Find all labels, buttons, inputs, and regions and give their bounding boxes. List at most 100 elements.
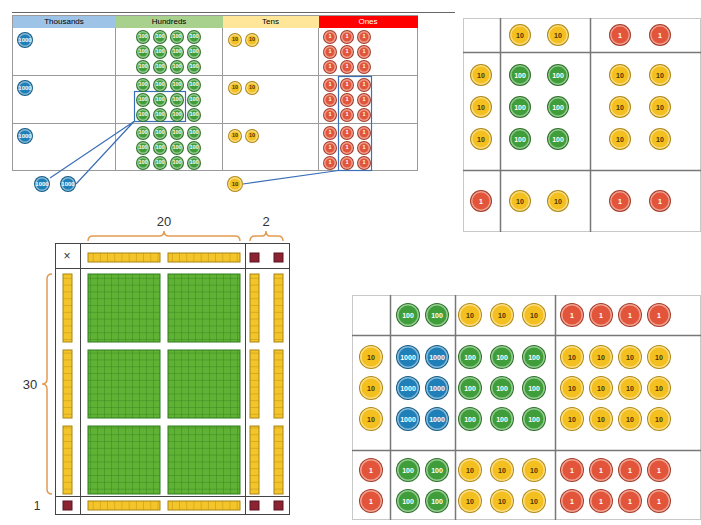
hundred-flat bbox=[88, 274, 160, 342]
place-value-counter: 1 bbox=[357, 45, 371, 59]
place-value-counter: 1 bbox=[340, 156, 354, 170]
ten-rod bbox=[88, 253, 160, 262]
place-value-counter: 10 bbox=[359, 376, 383, 400]
place-value-counter: 10 bbox=[227, 176, 243, 192]
hundred-flat bbox=[88, 274, 240, 494]
place-value-counter: 10 bbox=[245, 33, 259, 47]
place-value-counter: 1 bbox=[340, 45, 354, 59]
place-value-counter: 10 bbox=[547, 190, 569, 212]
place-value-counter: 100 bbox=[153, 93, 167, 107]
place-value-counter: 100 bbox=[136, 30, 150, 44]
place-value-counter: 100 bbox=[547, 128, 569, 150]
place-value-counter: 100 bbox=[187, 108, 201, 122]
column-header: Ones bbox=[319, 16, 418, 28]
place-value-counter: 10 bbox=[609, 96, 631, 118]
dimension-label: 20 bbox=[157, 215, 171, 228]
place-value-counter: 100 bbox=[153, 126, 167, 140]
ten-rod bbox=[250, 426, 259, 494]
place-value-counter: 1000 bbox=[425, 407, 449, 431]
place-value-counter: 10 bbox=[589, 376, 613, 400]
place-value-counter: 100 bbox=[153, 108, 167, 122]
ten-rod bbox=[168, 501, 240, 510]
chart-grid bbox=[13, 16, 418, 171]
place-value-counter: 1 bbox=[359, 489, 383, 513]
place-value-counter: 100 bbox=[458, 407, 482, 431]
place-value-counter: 100 bbox=[547, 64, 569, 86]
place-value-counter: 10 bbox=[618, 407, 642, 431]
place-value-counter: 100 bbox=[153, 45, 167, 59]
place-value-counter: 100 bbox=[153, 156, 167, 170]
place-value-counter: 10 bbox=[618, 345, 642, 369]
place-value-counter: 1 bbox=[647, 489, 671, 513]
place-value-counter: 100 bbox=[425, 458, 449, 482]
base-ten-grid bbox=[55, 243, 290, 515]
hundred-flat bbox=[168, 274, 240, 342]
place-value-counter: 1000 bbox=[425, 345, 449, 369]
dimension-bracket bbox=[42, 274, 52, 494]
place-value-counter: 1 bbox=[323, 60, 337, 74]
place-value-counter: 1000 bbox=[396, 345, 420, 369]
place-value-counter: 100 bbox=[522, 407, 546, 431]
ten-rod bbox=[274, 274, 283, 342]
column-header: Tens bbox=[223, 16, 319, 28]
place-value-counter: 1 bbox=[323, 78, 337, 92]
place-value-counter: 100 bbox=[187, 45, 201, 59]
ten-rod bbox=[168, 253, 240, 262]
place-value-counter: 1 bbox=[340, 108, 354, 122]
place-value-counter: 100 bbox=[490, 345, 514, 369]
place-value-counter: 100 bbox=[396, 489, 420, 513]
place-value-counter: 10 bbox=[618, 376, 642, 400]
place-value-counter: 1 bbox=[560, 458, 584, 482]
place-value-counter: 1 bbox=[340, 60, 354, 74]
base-ten-grid bbox=[55, 243, 290, 515]
place-value-counter: 10 bbox=[522, 303, 546, 327]
area-model-grid bbox=[352, 295, 701, 520]
place-value-counter: 100 bbox=[170, 156, 184, 170]
place-value-counter: 100 bbox=[153, 60, 167, 74]
place-value-counter: 10 bbox=[470, 96, 492, 118]
place-value-counter: 100 bbox=[153, 141, 167, 155]
area-model-grid bbox=[352, 295, 701, 520]
unit-cube bbox=[63, 253, 283, 510]
place-value-counter: 100 bbox=[136, 126, 150, 140]
place-value-counter: 1 bbox=[323, 108, 337, 122]
place-value-counter: 1 bbox=[560, 489, 584, 513]
place-value-counter: 100 bbox=[458, 345, 482, 369]
place-value-counter: 1 bbox=[323, 93, 337, 107]
place-value-counter: 1 bbox=[649, 24, 671, 46]
place-value-counter: 10 bbox=[509, 24, 531, 46]
dimension-label: × bbox=[63, 250, 70, 262]
place-value-counter: 1 bbox=[357, 78, 371, 92]
place-value-counter: 10 bbox=[458, 458, 482, 482]
place-value-counter: 100 bbox=[458, 376, 482, 400]
chart-grid bbox=[12, 13, 455, 171]
chart-grid bbox=[13, 16, 418, 171]
place-value-counter: 1000 bbox=[17, 128, 33, 144]
place-value-counter: 10 bbox=[509, 190, 531, 212]
place-value-counter: 10 bbox=[359, 345, 383, 369]
place-value-counter: 10 bbox=[649, 128, 671, 150]
place-value-counter: 10 bbox=[589, 407, 613, 431]
place-value-counter: 1 bbox=[340, 126, 354, 140]
place-value-counter: 1 bbox=[560, 303, 584, 327]
grouping-outline bbox=[135, 92, 186, 122]
dimension-bracket bbox=[250, 231, 283, 241]
place-value-counter: 100 bbox=[396, 458, 420, 482]
ten-rod bbox=[63, 350, 72, 418]
hundred-flat bbox=[168, 426, 240, 494]
place-value-counter: 10 bbox=[647, 376, 671, 400]
place-value-counter: 1 bbox=[618, 489, 642, 513]
place-value-counter: 100 bbox=[136, 141, 150, 155]
place-value-counter: 1 bbox=[647, 458, 671, 482]
place-value-counter: 10 bbox=[547, 24, 569, 46]
place-value-counter: 1 bbox=[340, 93, 354, 107]
place-value-counter: 1 bbox=[323, 141, 337, 155]
place-value-counter: 1000 bbox=[425, 376, 449, 400]
place-value-counter: 10 bbox=[649, 64, 671, 86]
place-value-counter: 1 bbox=[323, 126, 337, 140]
place-value-counter: 10 bbox=[560, 407, 584, 431]
place-value-counter: 100 bbox=[425, 489, 449, 513]
place-value-counter: 1 bbox=[609, 24, 631, 46]
place-value-counter: 10 bbox=[228, 129, 242, 143]
